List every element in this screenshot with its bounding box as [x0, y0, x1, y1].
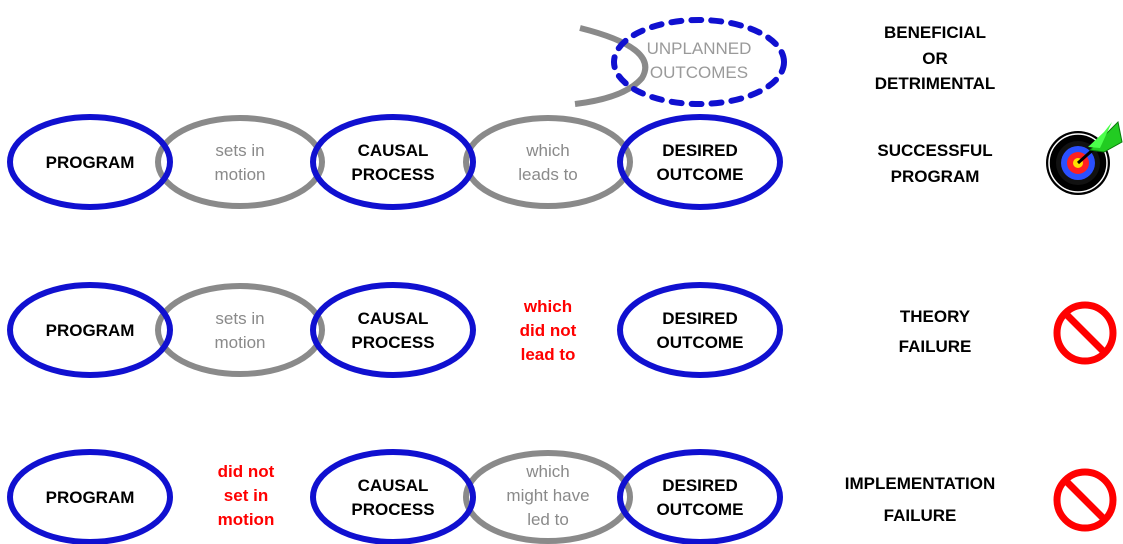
unplanned-outcomes-group: UNPLANNED OUTCOMES: [574, 17, 787, 107]
link1-line-2: motion: [214, 333, 265, 352]
causal-process-ellipse: [310, 282, 476, 378]
unplanned-connector: [574, 25, 649, 107]
outcome-line-1: DESIRED: [662, 309, 738, 328]
outcome-line-1: DESIRED: [662, 476, 738, 495]
header-line-1: BENEFICIAL: [884, 23, 986, 42]
target-icon: [1046, 120, 1123, 195]
row-theory-failure: PROGRAM sets in motion CAUSAL PROCESS wh…: [7, 282, 1117, 378]
row-implementation-failure: PROGRAM did not set in motion CAUSAL PRO…: [7, 449, 1117, 544]
link1-line-1: sets in: [215, 141, 264, 160]
link1-line-1: sets in: [215, 309, 264, 328]
link2-line-2: leads to: [518, 165, 578, 184]
link2-line-1: which: [523, 297, 572, 316]
desired-outcome-ellipse: [617, 449, 783, 544]
link-ellipse-2: [463, 450, 633, 544]
result-line-1: SUCCESSFUL: [877, 141, 992, 160]
causal-line-2: PROCESS: [351, 500, 434, 519]
link2-line-3: lead to: [521, 345, 576, 364]
result-line-2: FAILURE: [884, 506, 957, 525]
link2-line-2: might have: [506, 486, 589, 505]
program-ellipse: [7, 449, 173, 544]
program-label: PROGRAM: [46, 153, 135, 172]
link-ellipse-2: [463, 115, 633, 209]
outcome-line-2: OUTCOME: [657, 500, 744, 519]
outcome-line-2: OUTCOME: [657, 333, 744, 352]
link2-line-1: which: [525, 462, 569, 481]
result-line-2: PROGRAM: [891, 167, 980, 186]
causal-line-2: PROCESS: [351, 333, 434, 352]
program-ellipse: [7, 114, 173, 210]
link-ellipse-1: [155, 283, 325, 377]
result-line-2: FAILURE: [899, 337, 972, 356]
unplanned-label-1: UNPLANNED: [647, 39, 752, 58]
outcome-line-1: DESIRED: [662, 141, 738, 160]
header-line-2: OR: [922, 49, 948, 68]
no-symbol-icon: [1053, 468, 1117, 532]
unplanned-label-2: OUTCOMES: [650, 63, 748, 82]
link1-line-1: did not: [218, 462, 275, 481]
causal-line-2: PROCESS: [351, 165, 434, 184]
causal-line-1: CAUSAL: [358, 476, 429, 495]
program-ellipse: [7, 282, 173, 378]
causal-line-1: CAUSAL: [358, 309, 429, 328]
no-symbol-icon: [1053, 301, 1117, 365]
desired-outcome-ellipse: [617, 114, 783, 210]
program-label: PROGRAM: [46, 488, 135, 507]
link2-line-2: did not: [520, 321, 577, 340]
causal-process-ellipse: [310, 114, 476, 210]
link1-line-3: motion: [218, 510, 275, 529]
beneficial-detrimental-header: BENEFICIAL OR DETRIMENTAL: [875, 23, 996, 93]
link2-line-3: led to: [527, 510, 569, 529]
result-line-1: THEORY: [900, 307, 971, 326]
unplanned-outcomes-ellipse: [611, 17, 787, 107]
causal-process-ellipse: [310, 449, 476, 544]
result-line-1: IMPLEMENTATION: [845, 474, 995, 493]
program-label: PROGRAM: [46, 321, 135, 340]
header-line-3: DETRIMENTAL: [875, 74, 996, 93]
outcome-line-2: OUTCOME: [657, 165, 744, 184]
row-successful: PROGRAM sets in motion CAUSAL PROCESS wh…: [7, 114, 1123, 210]
link2-line-1: which: [525, 141, 569, 160]
desired-outcome-ellipse: [617, 282, 783, 378]
causal-line-1: CAUSAL: [358, 141, 429, 160]
link-ellipse-1: [155, 115, 325, 209]
link1-line-2: motion: [214, 165, 265, 184]
link1-line-2: set in: [224, 486, 268, 505]
